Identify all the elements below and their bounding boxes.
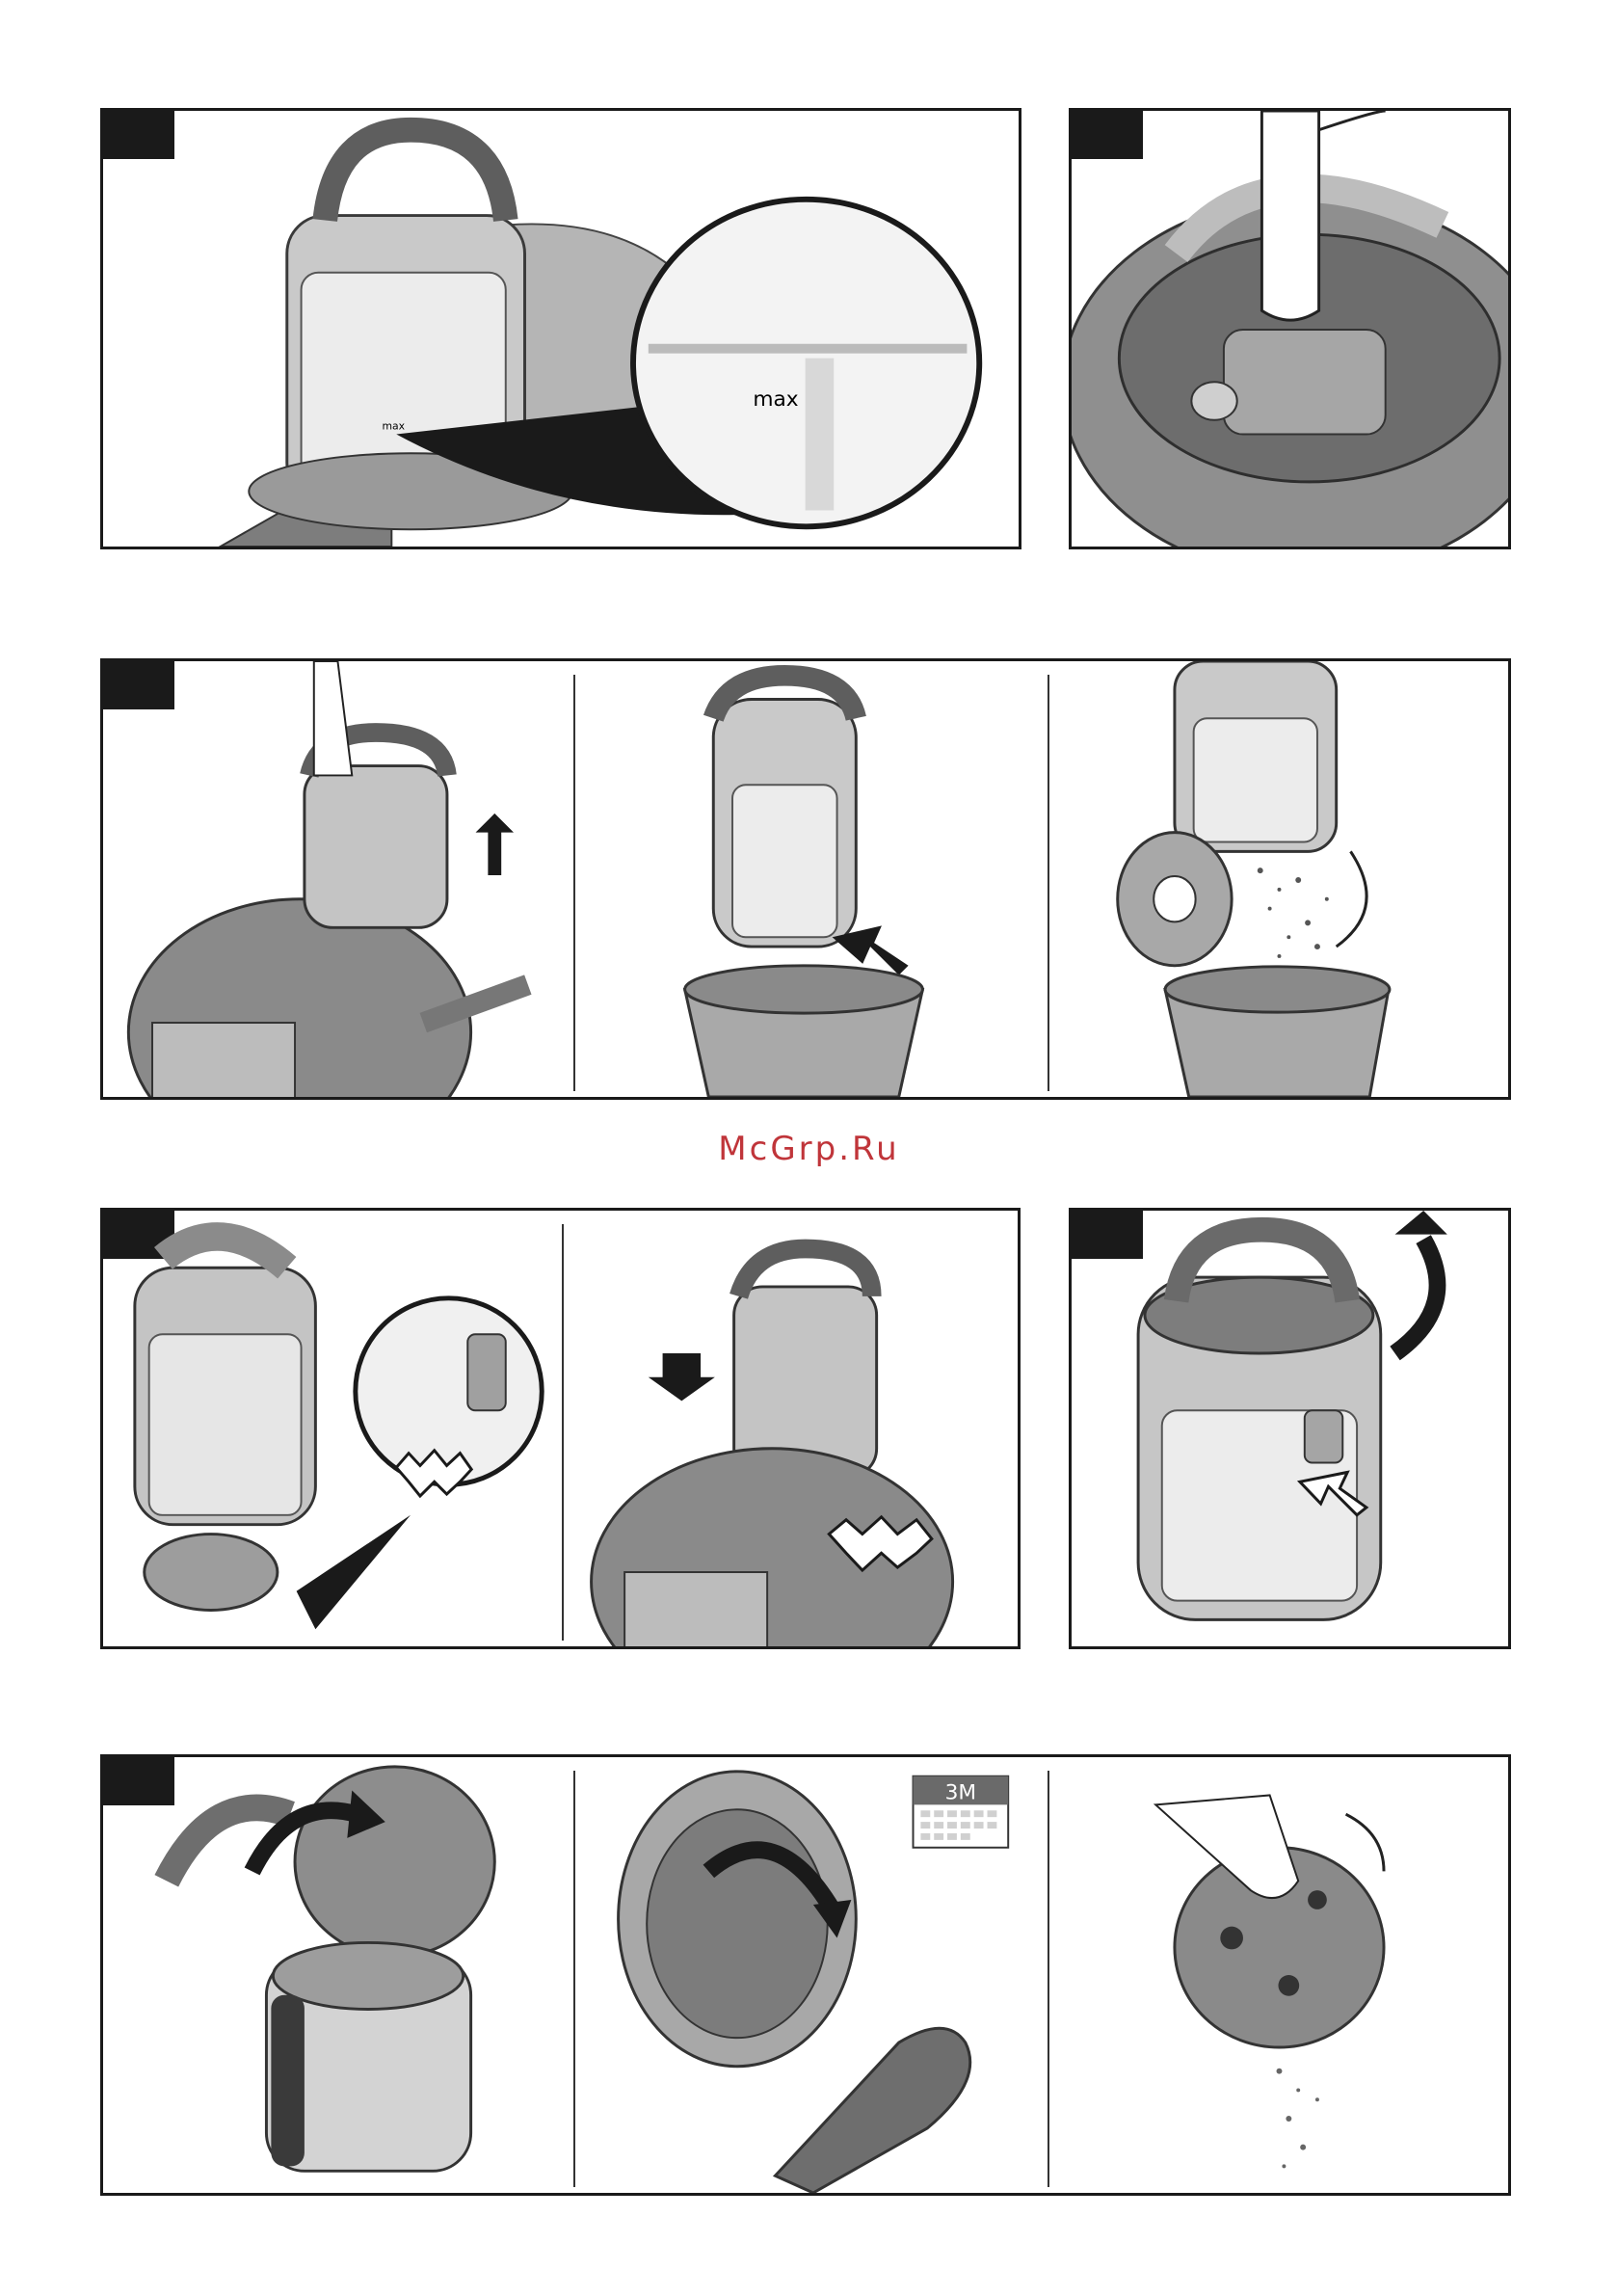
dust-particles [1277,2069,1319,2169]
lid-release-illustration [1072,111,1508,547]
click-burst-icon [396,1451,471,1496]
step-panel-clean-filter: 3M [100,1754,1511,2196]
step-panel-max-level: max max [100,108,1021,549]
vacuum-max-level-illustration: max max [103,111,1019,547]
step-panel-open-lid [1069,1208,1511,1649]
arrow-up-icon [476,814,514,875]
open-lid-illustration [1072,1211,1508,1646]
step-panel-empty-container [100,658,1511,1100]
step-panel-reinsert-container [100,1208,1021,1649]
zoom-max-label: max [753,387,798,412]
step-panel-press-release [1069,108,1511,549]
reinsert-container-illustration [103,1211,1018,1646]
clean-filter-illustration: 3M [103,1757,1508,2193]
arrow-down-icon [649,1353,715,1401]
calendar-label: 3M [945,1780,977,1804]
empty-container-illustration [103,661,1508,1097]
watermark-text: McGrp.Ru [0,1130,1618,1168]
rotate-arrow-icon [1395,1211,1447,1235]
dust-particles [1258,868,1329,958]
small-max-label: max [382,420,405,433]
